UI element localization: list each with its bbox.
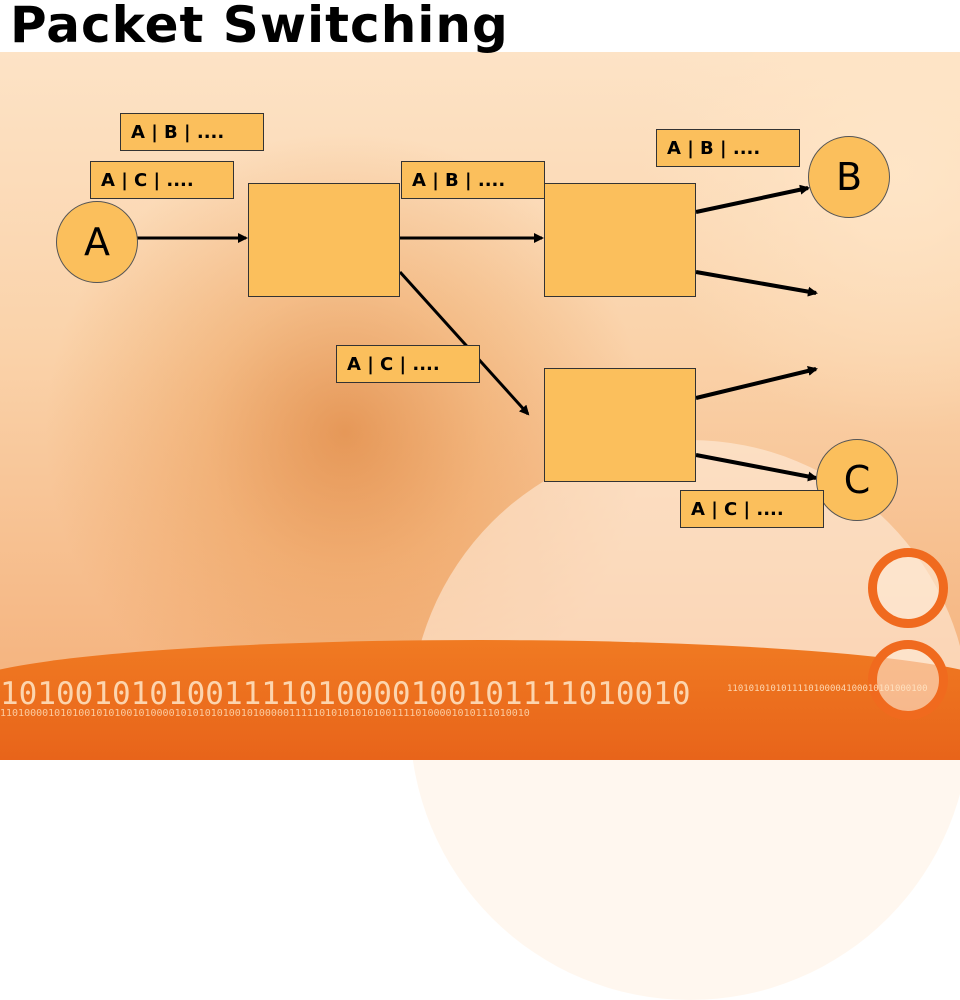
switch-box-1	[248, 183, 400, 297]
decorative-ring-top	[868, 548, 948, 628]
arrow-switch2-out	[695, 270, 818, 297]
switch-box-2	[544, 183, 696, 297]
node-b: B	[808, 136, 890, 218]
packet-label-mid-ac: A | C | ....	[336, 345, 480, 383]
packet-label-right-ab: A | B | ....	[656, 129, 800, 167]
binary-decoration-bottom: 1101000010101001010100101000010101010100…	[0, 708, 530, 719]
arrow-switch3-to-c	[695, 453, 818, 482]
arrow-switch1-to-switch3	[398, 270, 530, 416]
node-c: C	[816, 439, 898, 521]
arrow-switch3-out	[695, 366, 818, 400]
arrow-switch2-to-b	[695, 184, 810, 214]
binary-decoration-large: 1010010101001111010000100101111010010	[0, 676, 691, 712]
packet-label-bottom-ac: A | C | ....	[680, 490, 824, 528]
binary-decoration-small: 1101010101011110100004100010101000100	[727, 684, 928, 694]
packet-label-top-ab: A | B | ....	[120, 113, 264, 151]
slide-title: Packet Switching	[10, 0, 509, 54]
packet-label-mid-ab: A | B | ....	[401, 161, 545, 199]
switch-box-3	[544, 368, 696, 482]
decorative-ring-bottom	[868, 640, 948, 720]
packet-label-top-ac: A | C | ....	[90, 161, 234, 199]
connection-arrows	[136, 184, 818, 482]
node-a: A	[56, 201, 138, 283]
